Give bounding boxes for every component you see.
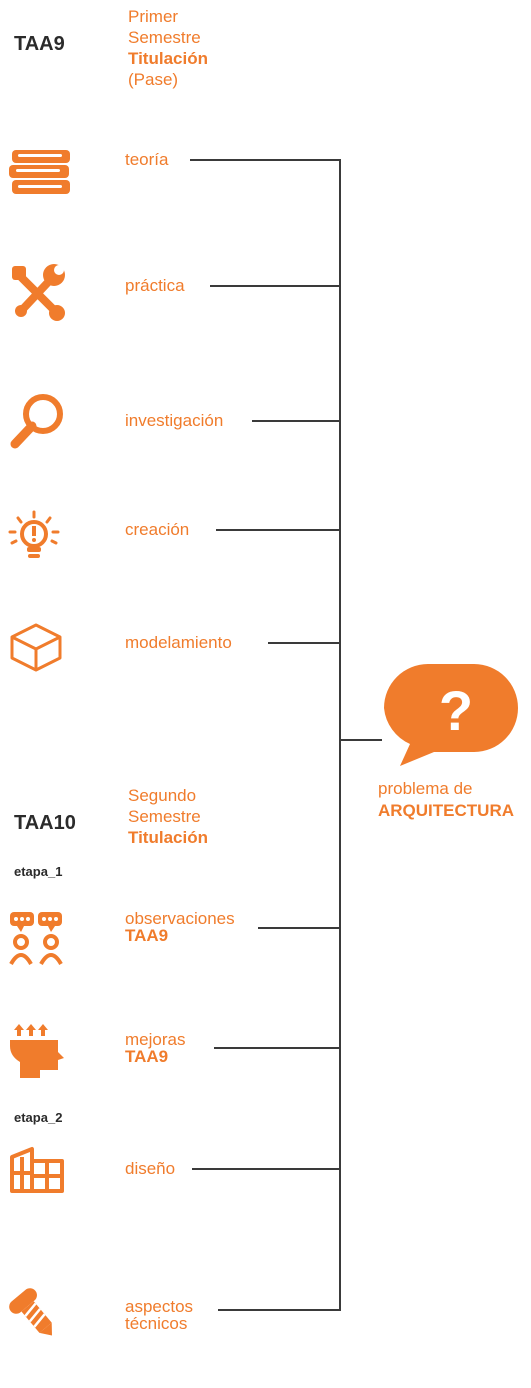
section2-code: TAA10 [14, 812, 76, 834]
etapa2-label: etapa_2 [14, 1110, 63, 1125]
building-icon [8, 1145, 66, 1195]
label-practica: práctica [125, 276, 185, 295]
section1-code: TAA9 [14, 33, 65, 55]
head-growth-icon [8, 1022, 66, 1078]
label-creacion: creación [125, 520, 190, 539]
label-aspectos: aspectos técnicos [125, 1297, 193, 1333]
section1-title: Primer Semestre Titulación (Pase) [128, 6, 208, 90]
section1-title-line1: Primer [128, 7, 179, 26]
section2-title-line3: Titulación [128, 828, 208, 847]
label-observaciones-sub: TAA9 [125, 926, 169, 945]
books-icon [8, 148, 74, 196]
label-aspectos-line1: aspectos [125, 1297, 194, 1316]
label-teoria: teoría [125, 150, 169, 169]
section1-title-line3: Titulación [128, 49, 208, 68]
label-observaciones-main: observaciones [125, 909, 235, 928]
magnifier-icon [8, 392, 68, 452]
label-aspectos-line2: técnicos [125, 1314, 188, 1333]
section2-title-line2: Semestre [128, 807, 201, 826]
section2-title-line1: Segundo [128, 786, 197, 805]
etapa1-label: etapa_1 [14, 864, 63, 879]
hub-label: problema de ARQUITECTURA [378, 778, 514, 822]
tools-icon [8, 262, 68, 322]
label-modelamiento: modelamiento [125, 633, 232, 652]
screw-icon [4, 1284, 64, 1344]
lightbulb-icon [6, 510, 62, 566]
question-bubble-icon: ? [384, 664, 520, 768]
label-mejoras: mejoras TAA9 [125, 1030, 185, 1066]
section1-title-line2: Semestre [128, 28, 201, 47]
hub-label-line1: problema de [378, 779, 473, 798]
svg-text:?: ? [439, 679, 473, 742]
label-observaciones: observaciones TAA9 [125, 909, 235, 945]
hub-label-line2: ARQUITECTURA [378, 801, 514, 820]
section2-title: Segundo Semestre Titulación [128, 785, 208, 848]
label-investigacion: investigación [125, 411, 224, 430]
label-mejoras-sub: TAA9 [125, 1047, 169, 1066]
section1-title-line4: (Pase) [128, 70, 179, 89]
people-chat-icon [8, 910, 64, 966]
label-mejoras-main: mejoras [125, 1030, 186, 1049]
label-diseno: diseño [125, 1159, 176, 1178]
cube-icon [8, 622, 64, 672]
